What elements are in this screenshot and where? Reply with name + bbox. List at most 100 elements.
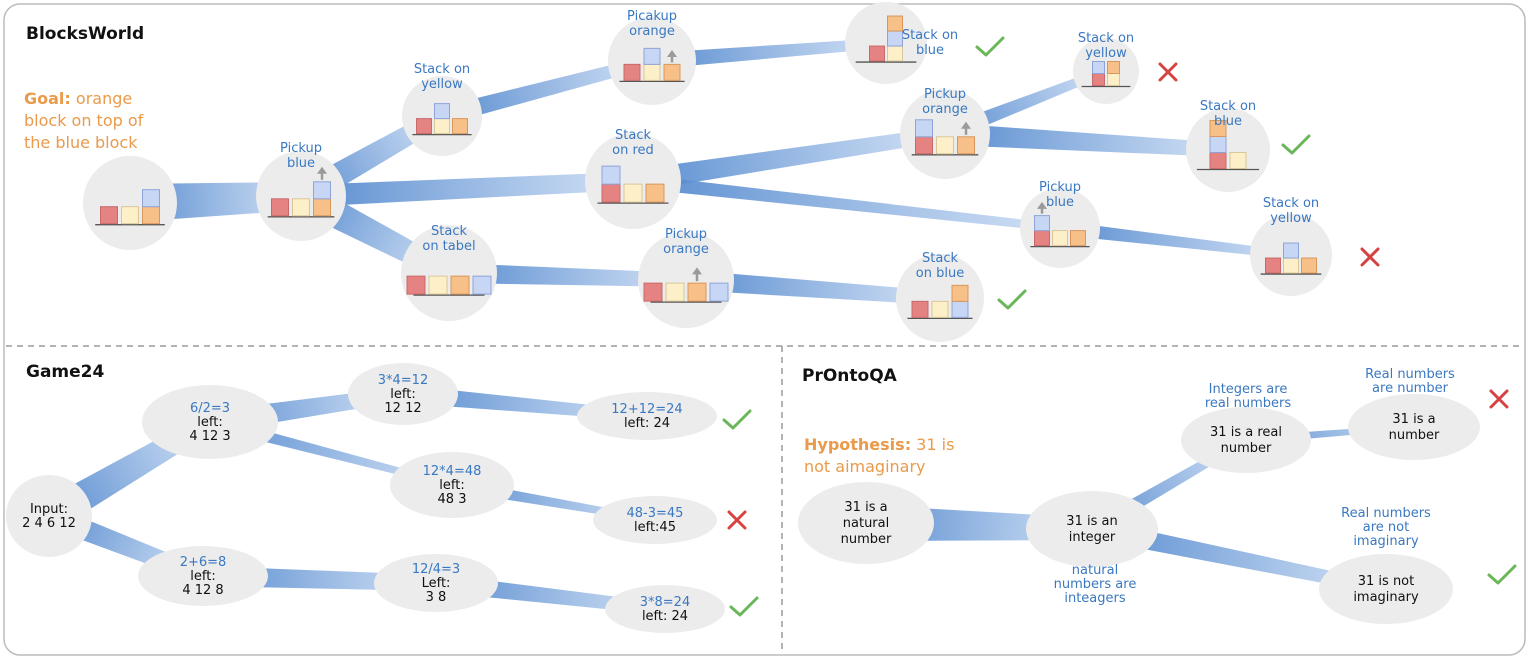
- action-label-bw10-line: yellow: [1270, 211, 1312, 226]
- red-block: [915, 136, 933, 155]
- state-node-bw13: [896, 254, 984, 342]
- red-block: [271, 198, 289, 217]
- remaining-numbers-g7-line: Left:: [422, 576, 451, 591]
- remaining-numbers-g6-line: left:: [190, 569, 215, 584]
- remaining-numbers-g7-line: 3 8: [426, 590, 447, 605]
- state-node-bw6: [900, 89, 990, 179]
- blue-block: [1209, 135, 1227, 153]
- goal-line-3: the blue block: [24, 133, 138, 152]
- lift-arrow-head: [961, 121, 971, 129]
- cross-icon: [1360, 247, 1380, 267]
- remaining-numbers-g8: left: 24: [642, 609, 688, 624]
- game24-node-g4: [390, 452, 514, 518]
- action-label-bw7-line: yellow: [1085, 46, 1127, 61]
- remaining-numbers-g6-line: 4 12 8: [182, 583, 223, 598]
- remaining-numbers-g0-line: 2 4 6 12: [22, 516, 76, 531]
- action-label-bw11-line: Stack: [431, 224, 467, 239]
- fact-text-p1-line: 31 is an: [1066, 514, 1117, 529]
- action-label-bw2-line: yellow: [421, 77, 463, 92]
- game24-node-g7: [374, 554, 498, 612]
- action-label-bw5-line: on red: [612, 143, 654, 158]
- game24-node-g5: [593, 496, 717, 544]
- action-label-bw9-line: Pickup: [1039, 180, 1081, 195]
- held-blue-block: [313, 181, 331, 200]
- remaining-numbers-g8-line: left: 24: [642, 609, 688, 624]
- fact-text-p2-line: 31 is a real: [1210, 425, 1282, 440]
- rule-label-pe1-line: natural: [1072, 563, 1118, 578]
- remaining-numbers-g2-line: left:: [390, 387, 415, 402]
- orange-block: [1107, 61, 1120, 75]
- remaining-numbers-g4-line: 48 3: [438, 492, 467, 507]
- edge-bw3-bw4: [651, 38, 887, 69]
- yellow-block: [643, 63, 661, 81]
- state-node-bw11: [401, 225, 497, 321]
- orange-block: [1209, 119, 1227, 137]
- action-label-bw9-line: blue: [1046, 195, 1074, 210]
- remaining-numbers-g0-line: Input:: [30, 502, 68, 517]
- lift-arrow-head: [667, 49, 677, 57]
- orange-block: [887, 15, 903, 32]
- fact-text-p0-line: 31 is a: [844, 500, 887, 515]
- game24-node-g6: [138, 546, 268, 606]
- action-label-bw6-line: orange: [922, 102, 968, 117]
- yellow-block: [887, 45, 903, 62]
- action-label-bw4-line: Stack on: [902, 28, 958, 43]
- check-icon: [975, 36, 1005, 57]
- game24-node-g8: [605, 585, 725, 633]
- remaining-numbers-g3: left: 24: [624, 416, 670, 431]
- red-block: [911, 300, 929, 318]
- orange-block: [452, 118, 468, 135]
- prontoqa-node-p3: [1348, 394, 1480, 460]
- action-label-bw8-line: blue: [1214, 114, 1242, 129]
- yellow-block: [1229, 151, 1247, 169]
- goal-label: Goal:: [24, 89, 71, 108]
- yellow-block: [121, 206, 139, 225]
- edge-bw2-bw3: [439, 55, 654, 125]
- prontoqa-node-p0: [798, 482, 934, 564]
- state-node-bw0: [83, 156, 177, 250]
- red-block: [100, 206, 118, 225]
- lift-arrow-head: [692, 267, 702, 275]
- edge-p1-p4: [1090, 519, 1388, 595]
- action-label-bw13-line: Stack: [922, 251, 958, 266]
- game24-title: Game24: [26, 362, 104, 382]
- yellow-block: [623, 183, 643, 203]
- lift-arrow-head: [1037, 201, 1047, 209]
- held-orange-block: [687, 282, 707, 302]
- remaining-numbers-g1-line: left:: [197, 415, 222, 430]
- hypothesis-line-2: not aimaginary: [804, 457, 926, 476]
- action-label-bw2-line: Stack on: [414, 62, 470, 77]
- yellow-block: [292, 198, 310, 217]
- hypothesis-label: Hypothesis:: [804, 435, 911, 454]
- operation-label: 3*4=12: [378, 373, 428, 388]
- rule-label-pe4-line: are not: [1363, 520, 1409, 535]
- edge-bw12-bw13: [685, 270, 941, 305]
- action-label-bw6-line: Pickup: [924, 87, 966, 102]
- state-node-bw5: [585, 133, 681, 229]
- orange-block: [1301, 257, 1317, 274]
- red-block: [1092, 73, 1105, 87]
- operation-label: 12/4=3: [412, 562, 460, 577]
- fact-text-p4-line: 31 is not: [1358, 574, 1414, 589]
- red-block: [869, 45, 885, 62]
- state-node-bw12: [638, 232, 734, 328]
- blue-block: [951, 300, 969, 318]
- check-icon: [997, 289, 1027, 310]
- blue-block: [915, 119, 933, 138]
- fact-text-p0-line: natural: [843, 516, 889, 531]
- rule-label-pe4-line: Real numbers: [1341, 506, 1431, 521]
- action-label-bw3-line: Picakup: [627, 9, 677, 24]
- action-label-bw12-line: orange: [663, 242, 709, 257]
- action-label-bw5-line: Stack: [615, 128, 651, 143]
- blue-block: [887, 30, 903, 47]
- edge-bw11-bw12: [448, 263, 687, 287]
- remaining-numbers-g2: left:12 12: [384, 387, 421, 416]
- action-label-bw1-line: blue: [287, 156, 315, 171]
- blue-block: [472, 275, 492, 295]
